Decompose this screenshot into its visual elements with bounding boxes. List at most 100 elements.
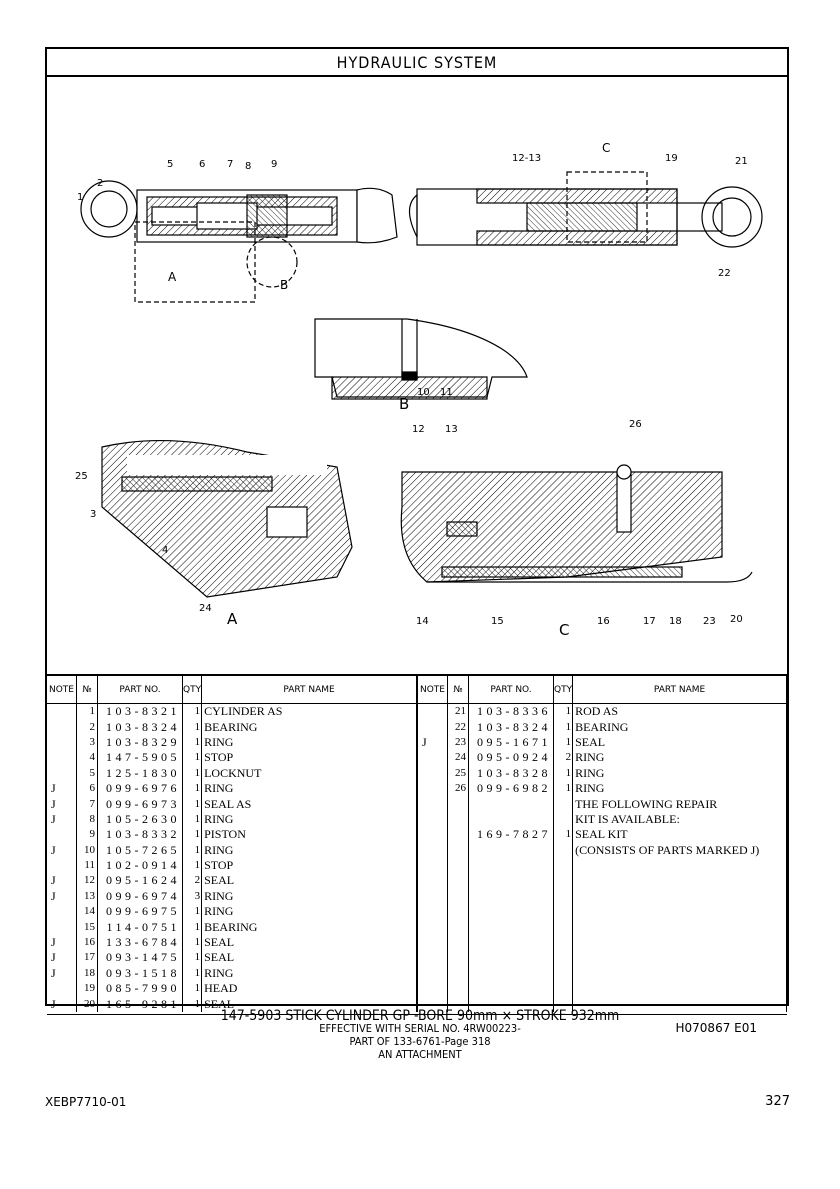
part-number-index: 10: [76, 842, 98, 858]
part-no: [468, 950, 554, 966]
part-name: BEARING: [201, 919, 417, 935]
part-qty: [553, 796, 574, 812]
part-note: [417, 765, 448, 781]
part-no: [468, 919, 554, 935]
part-number-index: 5: [76, 765, 98, 781]
part-qty: 1: [553, 765, 574, 781]
callout-6: 6: [199, 159, 205, 170]
part-number-index: 13: [76, 888, 98, 905]
col-note: NOTE: [47, 676, 77, 704]
part-name: LOCKNUT: [201, 765, 417, 781]
part-qty: 1: [182, 719, 203, 735]
part-qty: 1: [182, 965, 203, 982]
callout-2: 2: [97, 178, 103, 189]
part-qty: 1: [182, 765, 203, 781]
part-no: 099-6976: [97, 780, 183, 797]
callout-4: 4: [162, 545, 168, 556]
part-qty: 1: [553, 827, 574, 843]
part-no: 099-6975: [97, 904, 183, 920]
part-number-index: 11: [76, 857, 98, 874]
part-name: [572, 873, 787, 889]
callout-16: 16: [597, 616, 610, 627]
part-qty: [553, 950, 574, 966]
part-no: [468, 888, 554, 905]
part-no: 093-1518: [97, 965, 183, 982]
callout-18: 18: [669, 616, 682, 627]
part-note: J: [47, 811, 77, 828]
part-note: [417, 750, 448, 766]
table-row: [417, 965, 787, 982]
part-qty: 1: [182, 919, 203, 935]
view-label-c-top: C: [602, 141, 610, 155]
part-note: [417, 981, 448, 997]
callout-labels: 1 2 5 6 7 8 9 12-13 19 21 22 A B C B 10 …: [75, 141, 748, 639]
part-number-index: [447, 857, 469, 874]
part-qty: 1: [553, 734, 574, 751]
part-no: 102-0914: [97, 857, 183, 874]
callout-1: 1: [77, 192, 83, 203]
part-no: [468, 842, 554, 858]
part-no: 114-0751: [97, 919, 183, 935]
part-number-index: 22: [447, 719, 469, 735]
table-row: [417, 857, 787, 874]
part-qty: 1: [182, 857, 203, 874]
table-row: KIT IS AVAILABLE:: [417, 811, 787, 828]
doc-code: XEBP7710-01: [45, 1095, 127, 1109]
part-note: J: [47, 873, 77, 889]
part-number-index: 4: [76, 750, 98, 766]
part-note: [417, 842, 448, 858]
col-qty: QTY: [182, 676, 203, 704]
part-number-index: [447, 904, 469, 920]
part-number-index: [447, 950, 469, 966]
part-name: RING: [201, 842, 417, 858]
part-number-index: 25: [447, 765, 469, 781]
part-name: ROD AS: [572, 703, 787, 720]
table-row: [417, 873, 787, 889]
part-note: J: [47, 934, 77, 951]
part-no: 103-8332: [97, 827, 183, 843]
cylinder-rod-end: [408, 171, 763, 248]
part-qty: 1: [182, 750, 203, 766]
table-row: THE FOLLOWING REPAIR: [417, 796, 787, 812]
part-name: PISTON: [201, 827, 417, 843]
part-no: [468, 811, 554, 828]
callout-25: 25: [75, 471, 88, 482]
caption-line-1: 147-5903 STICK CYLINDER GP -BORE 90mm × …: [220, 1008, 620, 1024]
part-note: [417, 796, 448, 812]
part-note: [47, 904, 77, 920]
part-number-index: 1: [76, 703, 98, 720]
callout-19: 19: [665, 153, 678, 164]
table-row: [417, 888, 787, 905]
callout-3: 3: [90, 509, 96, 520]
detail-c-drawing: [400, 464, 753, 583]
callout-24: 24: [199, 603, 212, 614]
part-number-index: 17: [76, 950, 98, 966]
callout-14: 14: [416, 616, 429, 627]
part-qty: [553, 981, 574, 997]
part-number-index: 3: [76, 734, 98, 751]
part-no: [468, 904, 554, 920]
part-qty: 1: [182, 950, 203, 966]
col-qty: QTY: [553, 676, 574, 704]
part-note: J: [47, 780, 77, 797]
part-qty: [553, 842, 574, 858]
part-number-index: 18: [76, 965, 98, 982]
part-note: J: [47, 950, 77, 966]
col-part-name: PART NAME: [201, 676, 417, 704]
part-no: 103-8321: [97, 703, 183, 720]
part-note: [417, 719, 448, 735]
part-qty: 1: [182, 904, 203, 920]
part-number-index: 7: [76, 796, 98, 812]
part-no: 169-7827: [468, 827, 554, 843]
part-name: STOP: [201, 857, 417, 874]
part-no: 099-6974: [97, 888, 183, 905]
part-qty: [553, 965, 574, 982]
callout-9: 9: [271, 159, 277, 170]
